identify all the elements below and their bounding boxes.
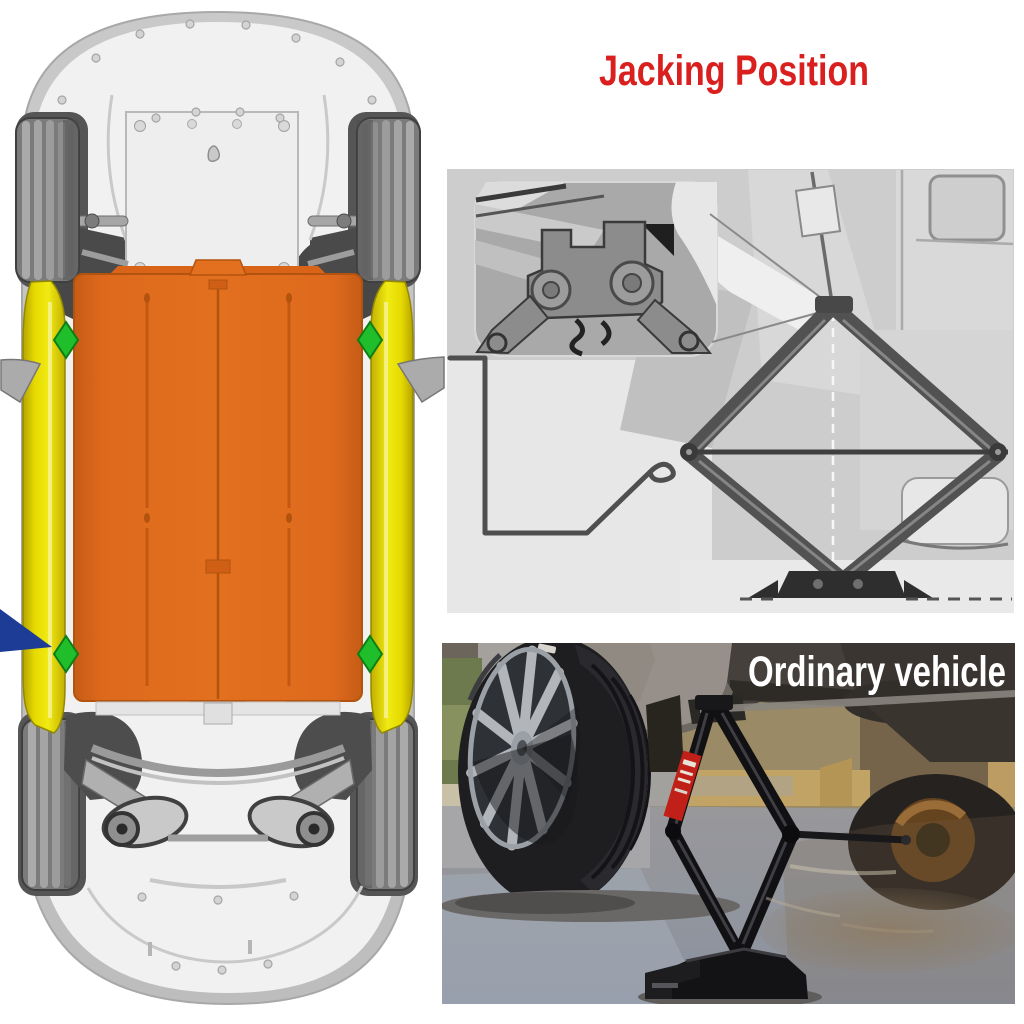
svg-text:Jacking Position: Jacking Position — [599, 47, 869, 95]
svg-text:Ordinary vehicle: Ordinary vehicle — [748, 648, 1006, 696]
